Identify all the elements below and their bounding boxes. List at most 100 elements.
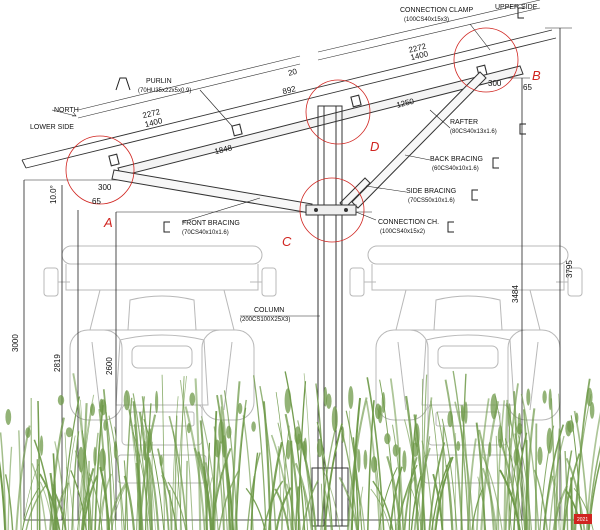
dim-left-300: 300 (98, 183, 112, 192)
back-bracing-label: BACK BRACING (430, 156, 483, 163)
grass-blade (81, 430, 92, 530)
leader-lines (51, 23, 491, 317)
grass-blade (124, 397, 133, 530)
grass-blade (454, 401, 475, 530)
grass-blade (504, 438, 523, 530)
dim-height-2600: 2600 (105, 357, 114, 375)
grass-seed-head (575, 412, 579, 424)
grass-seed-head (381, 392, 386, 413)
grass-blade (403, 456, 418, 530)
grass-blade (436, 411, 453, 530)
grass-blade (274, 488, 290, 530)
grass-blade (522, 409, 531, 530)
grass-seed-head (537, 446, 543, 465)
grass-seed-head (384, 433, 391, 445)
dim-rafter-1250: 1250 (396, 97, 416, 110)
grass-blade (147, 457, 160, 530)
grass-blade (111, 483, 128, 530)
grass-blade (218, 470, 240, 530)
grass-seed-head (221, 435, 227, 458)
dim-left-65: 65 (92, 197, 101, 206)
grass-blade (405, 395, 420, 530)
grass-blade (54, 441, 67, 530)
grass-blade (394, 476, 416, 530)
grass-seed-head (488, 442, 492, 457)
grass-blade (99, 466, 111, 530)
grass-blade (533, 469, 548, 530)
grass-blade (555, 428, 561, 530)
grass-blade (421, 440, 434, 530)
grass-blade (543, 475, 554, 530)
grass-blade (0, 432, 7, 530)
grass-seed-head (214, 439, 221, 458)
grass-blade (434, 476, 447, 530)
grass-seed-head (226, 425, 232, 439)
front-bracing-member (111, 169, 313, 214)
front-bracing-label: FRONT BRACING (182, 220, 240, 227)
grass-blade (476, 398, 490, 530)
grass-seed-head (490, 393, 498, 420)
grass-blade (179, 376, 185, 530)
grass-blade (212, 410, 218, 530)
grass-blade (184, 406, 206, 530)
grass-seed-head (103, 419, 108, 431)
slope-dimension-lines (77, 0, 541, 119)
grass-blade (105, 412, 117, 530)
grass-blade (49, 417, 65, 530)
grass-blade (80, 399, 87, 530)
detail-point-b: B (532, 68, 541, 83)
grass-seed-head (237, 402, 243, 415)
grass-blade (441, 426, 445, 530)
grass-blade (206, 442, 211, 530)
grass-blade (398, 447, 401, 530)
grass-blade (421, 378, 424, 530)
grass-blade (320, 424, 338, 530)
dim-rafter-1848: 1848 (214, 143, 234, 156)
detail-point-c: C (282, 234, 292, 249)
grass-blade (294, 462, 313, 530)
grass-blade (175, 375, 187, 530)
grass-seed-head (589, 402, 595, 419)
grass-blade (366, 377, 385, 530)
detail-circles (65, 27, 519, 243)
grass-blade (33, 439, 55, 530)
grass-blade (179, 380, 194, 530)
grass-seed-head (78, 446, 84, 473)
grass-blade (52, 453, 57, 530)
grass-seed-head (57, 395, 65, 406)
grass-blade (495, 435, 500, 530)
connection-ch-spec: (100CS40x15x2) (380, 229, 425, 235)
grass-blade (498, 438, 520, 530)
grass-blade (52, 482, 70, 530)
grass-seed-head (113, 441, 117, 459)
grass-seed-head (93, 446, 97, 467)
grass-seed-head (189, 392, 196, 406)
dim-right-65: 65 (523, 83, 532, 92)
column-label: COLUMN (254, 307, 284, 314)
grass-blade (372, 480, 394, 530)
grass-seed-head (142, 440, 147, 461)
grass-blade (410, 475, 422, 530)
grass-blade (320, 483, 324, 530)
grass-blade (250, 452, 259, 530)
grass-blade (22, 463, 40, 530)
grass-seed-head (456, 441, 461, 451)
grass-blade (413, 447, 431, 530)
grass-seed-head (370, 456, 378, 473)
purlin-spec: (70HU35x22x5x0.9) (138, 88, 191, 94)
grass-blade (108, 415, 125, 530)
grass-seed-head (65, 427, 73, 438)
detail-point-a: A (103, 215, 113, 230)
corner-stamp-text: 2021 (577, 517, 588, 523)
grass-seed-head (402, 450, 407, 473)
purlin-label: PURLIN (146, 78, 172, 85)
rafter-label: RAFTER (450, 119, 478, 126)
grass-blade (573, 394, 592, 530)
grass-blade (4, 474, 14, 530)
grass-blade (253, 375, 267, 530)
dim-height-2819: 2819 (53, 354, 62, 372)
grass-blade (234, 399, 247, 530)
grass-blade (562, 450, 573, 530)
grass-blade (246, 452, 261, 530)
grass-blade (140, 415, 156, 530)
